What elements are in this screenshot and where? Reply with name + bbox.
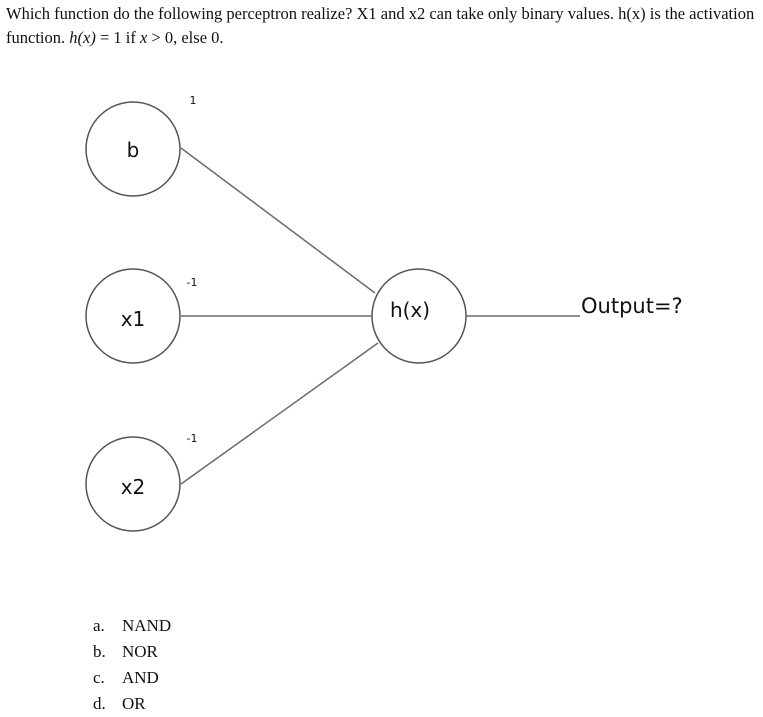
option-letter: a. [93, 616, 105, 635]
option-letter: c. [93, 668, 105, 687]
answer-options: a. NAND b. NOR c. AND d. OR [93, 613, 171, 717]
input-node-x2 [85, 436, 181, 532]
option-text: NAND [122, 616, 172, 635]
option-a[interactable]: a. NAND [93, 613, 171, 639]
weight-label-b: 1 [190, 94, 197, 107]
edge-b-to-neuron [180, 147, 376, 294]
input-node-x1 [85, 268, 181, 364]
neuron-node [371, 268, 467, 364]
question-part1: Which function do the following perceptr… [6, 4, 755, 47]
option-letter: d. [93, 694, 106, 713]
weight-label-x2: -1 [187, 432, 198, 445]
option-b[interactable]: b. NOR [93, 639, 171, 665]
input-node-b [85, 101, 181, 197]
input-label-b: b [127, 138, 140, 162]
option-text: NOR [122, 642, 158, 661]
math-hx: h(x) [69, 28, 96, 47]
neuron-label: h(x) [390, 298, 430, 322]
math-x: x [139, 28, 148, 47]
question-text: Which function do the following perceptr… [6, 2, 761, 50]
weight-label-x1: -1 [187, 276, 198, 289]
math-eq: = 1 if [95, 28, 140, 47]
option-text: OR [122, 694, 146, 713]
input-label-x1: x1 [121, 307, 146, 331]
edge-x2-to-neuron [180, 342, 379, 485]
option-letter: b. [93, 642, 106, 661]
math-gt: > 0 [147, 28, 174, 47]
option-c[interactable]: c. AND [93, 665, 171, 691]
option-d[interactable]: d. OR [93, 691, 171, 717]
input-label-x2: x2 [121, 475, 146, 499]
output-label: Output=? [581, 294, 683, 318]
question-part2: , else 0. [173, 28, 224, 47]
option-text: AND [122, 668, 159, 687]
